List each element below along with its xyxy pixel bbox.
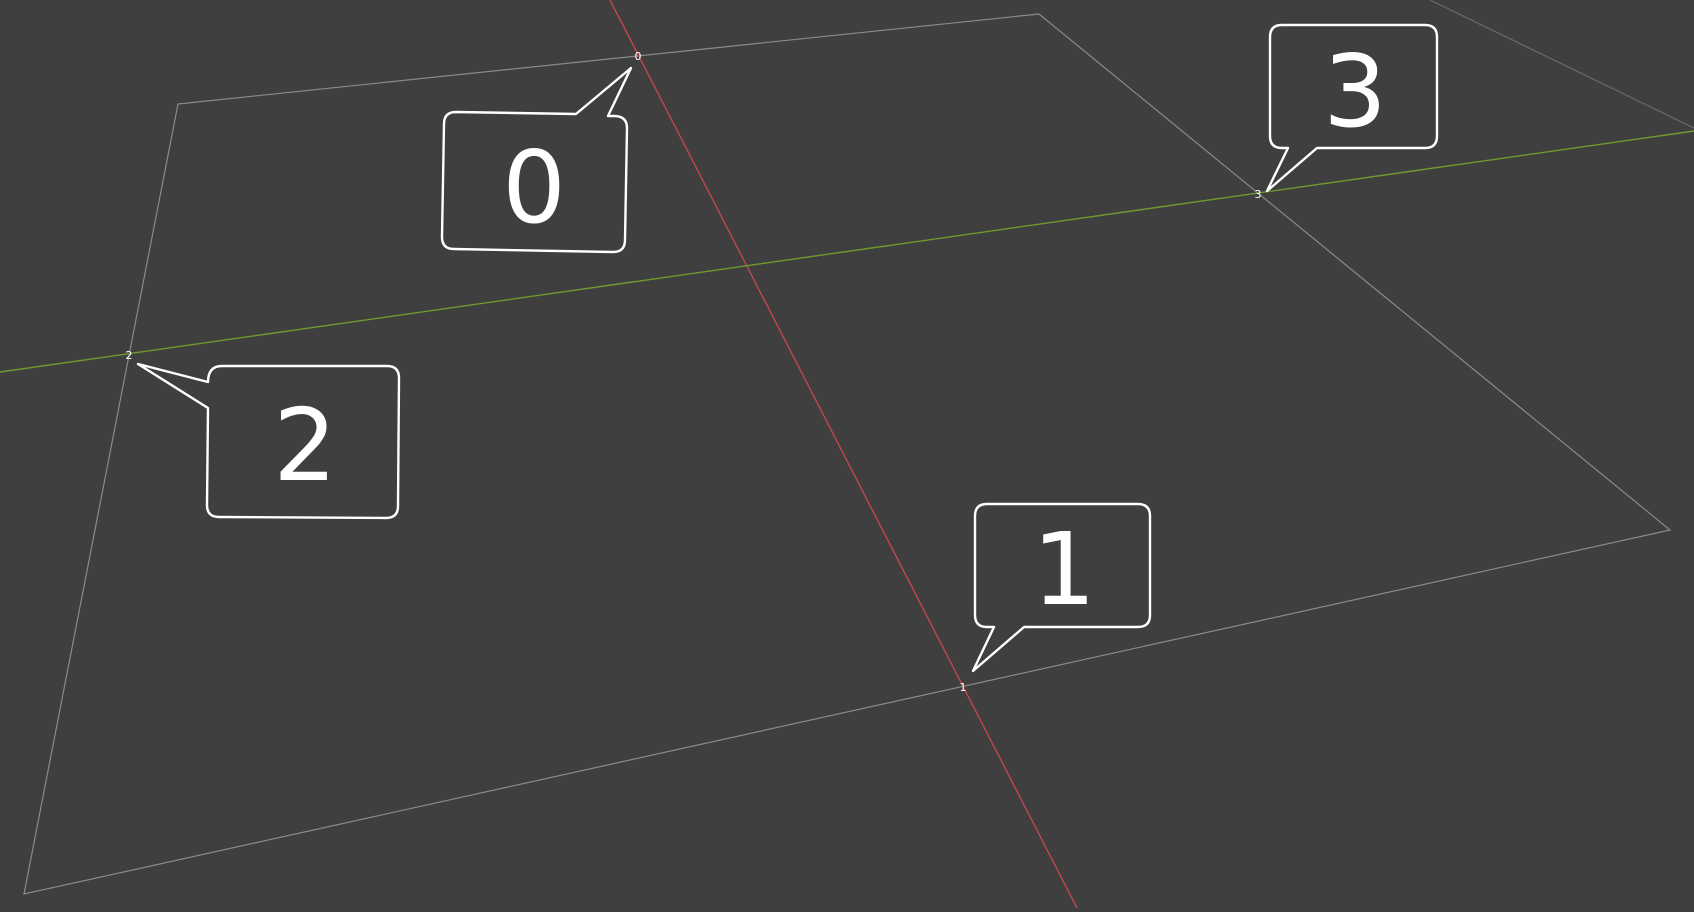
callout-number-0: 0	[502, 129, 566, 246]
callout-number-3: 3	[1323, 33, 1387, 150]
x-axis-line	[609, 0, 1078, 909]
callout-number-2: 2	[273, 387, 337, 504]
callout-bubble-1[interactable]: 1	[971, 502, 1152, 673]
neighbor-edge	[1429, 0, 1694, 129]
callout-bubble-2[interactable]: 2	[136, 362, 401, 520]
callout-bubble-0[interactable]: 0	[440, 66, 633, 254]
plane-outline	[23, 13, 1672, 895]
vertex-label-3: 3	[1255, 188, 1262, 201]
vertex-label-1: 1	[960, 681, 967, 694]
vertex-label-0: 0	[635, 50, 642, 63]
y-axis-line	[0, 130, 1694, 373]
callout-number-1: 1	[1032, 511, 1096, 628]
vertex-label-2: 2	[126, 349, 133, 362]
callout-bubble-3[interactable]: 3	[1265, 23, 1439, 193]
